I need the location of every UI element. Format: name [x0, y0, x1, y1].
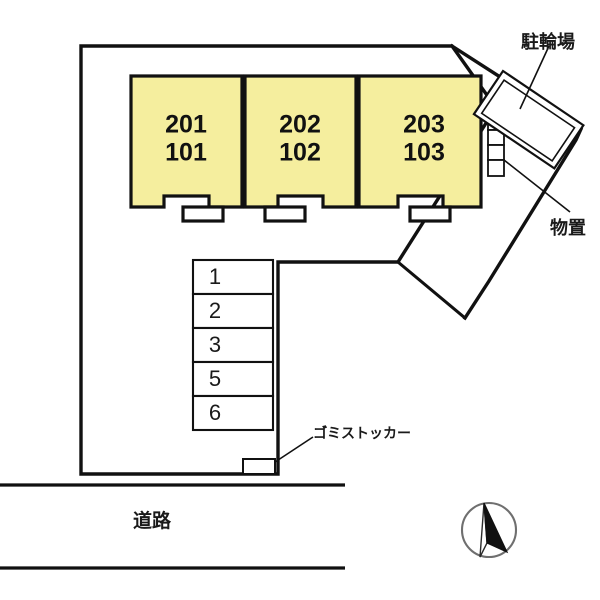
unit-b-lower-label: 102 [279, 139, 321, 167]
garbage-stocker-label: ゴ゙ミストッカー [313, 425, 411, 442]
unit-b-upper-label: 202 [279, 111, 321, 139]
bicycle-parking-label: 駐輪場 [521, 31, 575, 53]
parking-stall-1-box [191, 258, 275, 296]
parking-stall-1-label: 1 [209, 264, 221, 289]
parking-stall-3-box [191, 326, 275, 364]
leader-storage [503, 159, 571, 213]
bicycle-parking-outer [472, 69, 585, 170]
road-label: 道路 [133, 509, 172, 532]
parking-stall-5-box [191, 360, 275, 398]
parking-stall-5[interactable]: 5 [191, 360, 275, 398]
storage-label: 物置 [550, 217, 586, 239]
building-unit-202-102[interactable]: 202 102 [243, 74, 358, 223]
parking-stall-6[interactable]: 6 [191, 394, 275, 432]
court-lower-diagonal [395, 259, 468, 321]
unit-c-lower-label: 103 [403, 139, 445, 167]
parking-stall-1[interactable]: 1 [191, 258, 275, 296]
north-arrow [460, 501, 518, 559]
garbage-stocker-box[interactable] [242, 458, 276, 475]
storage-cell-5 [487, 159, 505, 177]
parking-stall-2-label: 2 [209, 298, 221, 323]
building-unit-201-101[interactable]: 201 101 [129, 74, 244, 223]
bicycle-parking-area[interactable] [472, 69, 585, 170]
unit-b-entrance-stoop [263, 205, 307, 223]
unit-a-entrance-stoop [181, 205, 225, 223]
road-area: 道路 [0, 483, 345, 570]
unit-b-footprint [243, 74, 358, 209]
unit-c-upper-label: 203 [403, 111, 445, 139]
parking-stall-6-box [191, 394, 275, 432]
leader-bicycle-parking [519, 45, 550, 110]
unit-a-upper-label: 201 [165, 111, 207, 139]
bicycle-parking-inner [480, 79, 576, 162]
building-unit-203-103[interactable]: 203 103 [357, 74, 483, 223]
unit-a-footprint [129, 74, 244, 209]
parking-stall-2-box [191, 292, 275, 330]
unit-a-lower-label: 101 [165, 139, 207, 167]
storage-cell-4 [487, 144, 505, 161]
parking-stall-grid[interactable]: 1 2 3 5 6 [191, 258, 275, 432]
unit-c-entrance-stoop [408, 205, 452, 223]
parking-stall-2[interactable]: 2 [191, 292, 275, 330]
parking-stall-3-label: 3 [209, 332, 221, 357]
parking-stall-3[interactable]: 3 [191, 326, 275, 364]
north-arrow-dark-blade [483, 502, 509, 554]
parking-stall-6-label: 6 [209, 400, 221, 425]
parking-stall-5-label: 5 [209, 366, 221, 391]
